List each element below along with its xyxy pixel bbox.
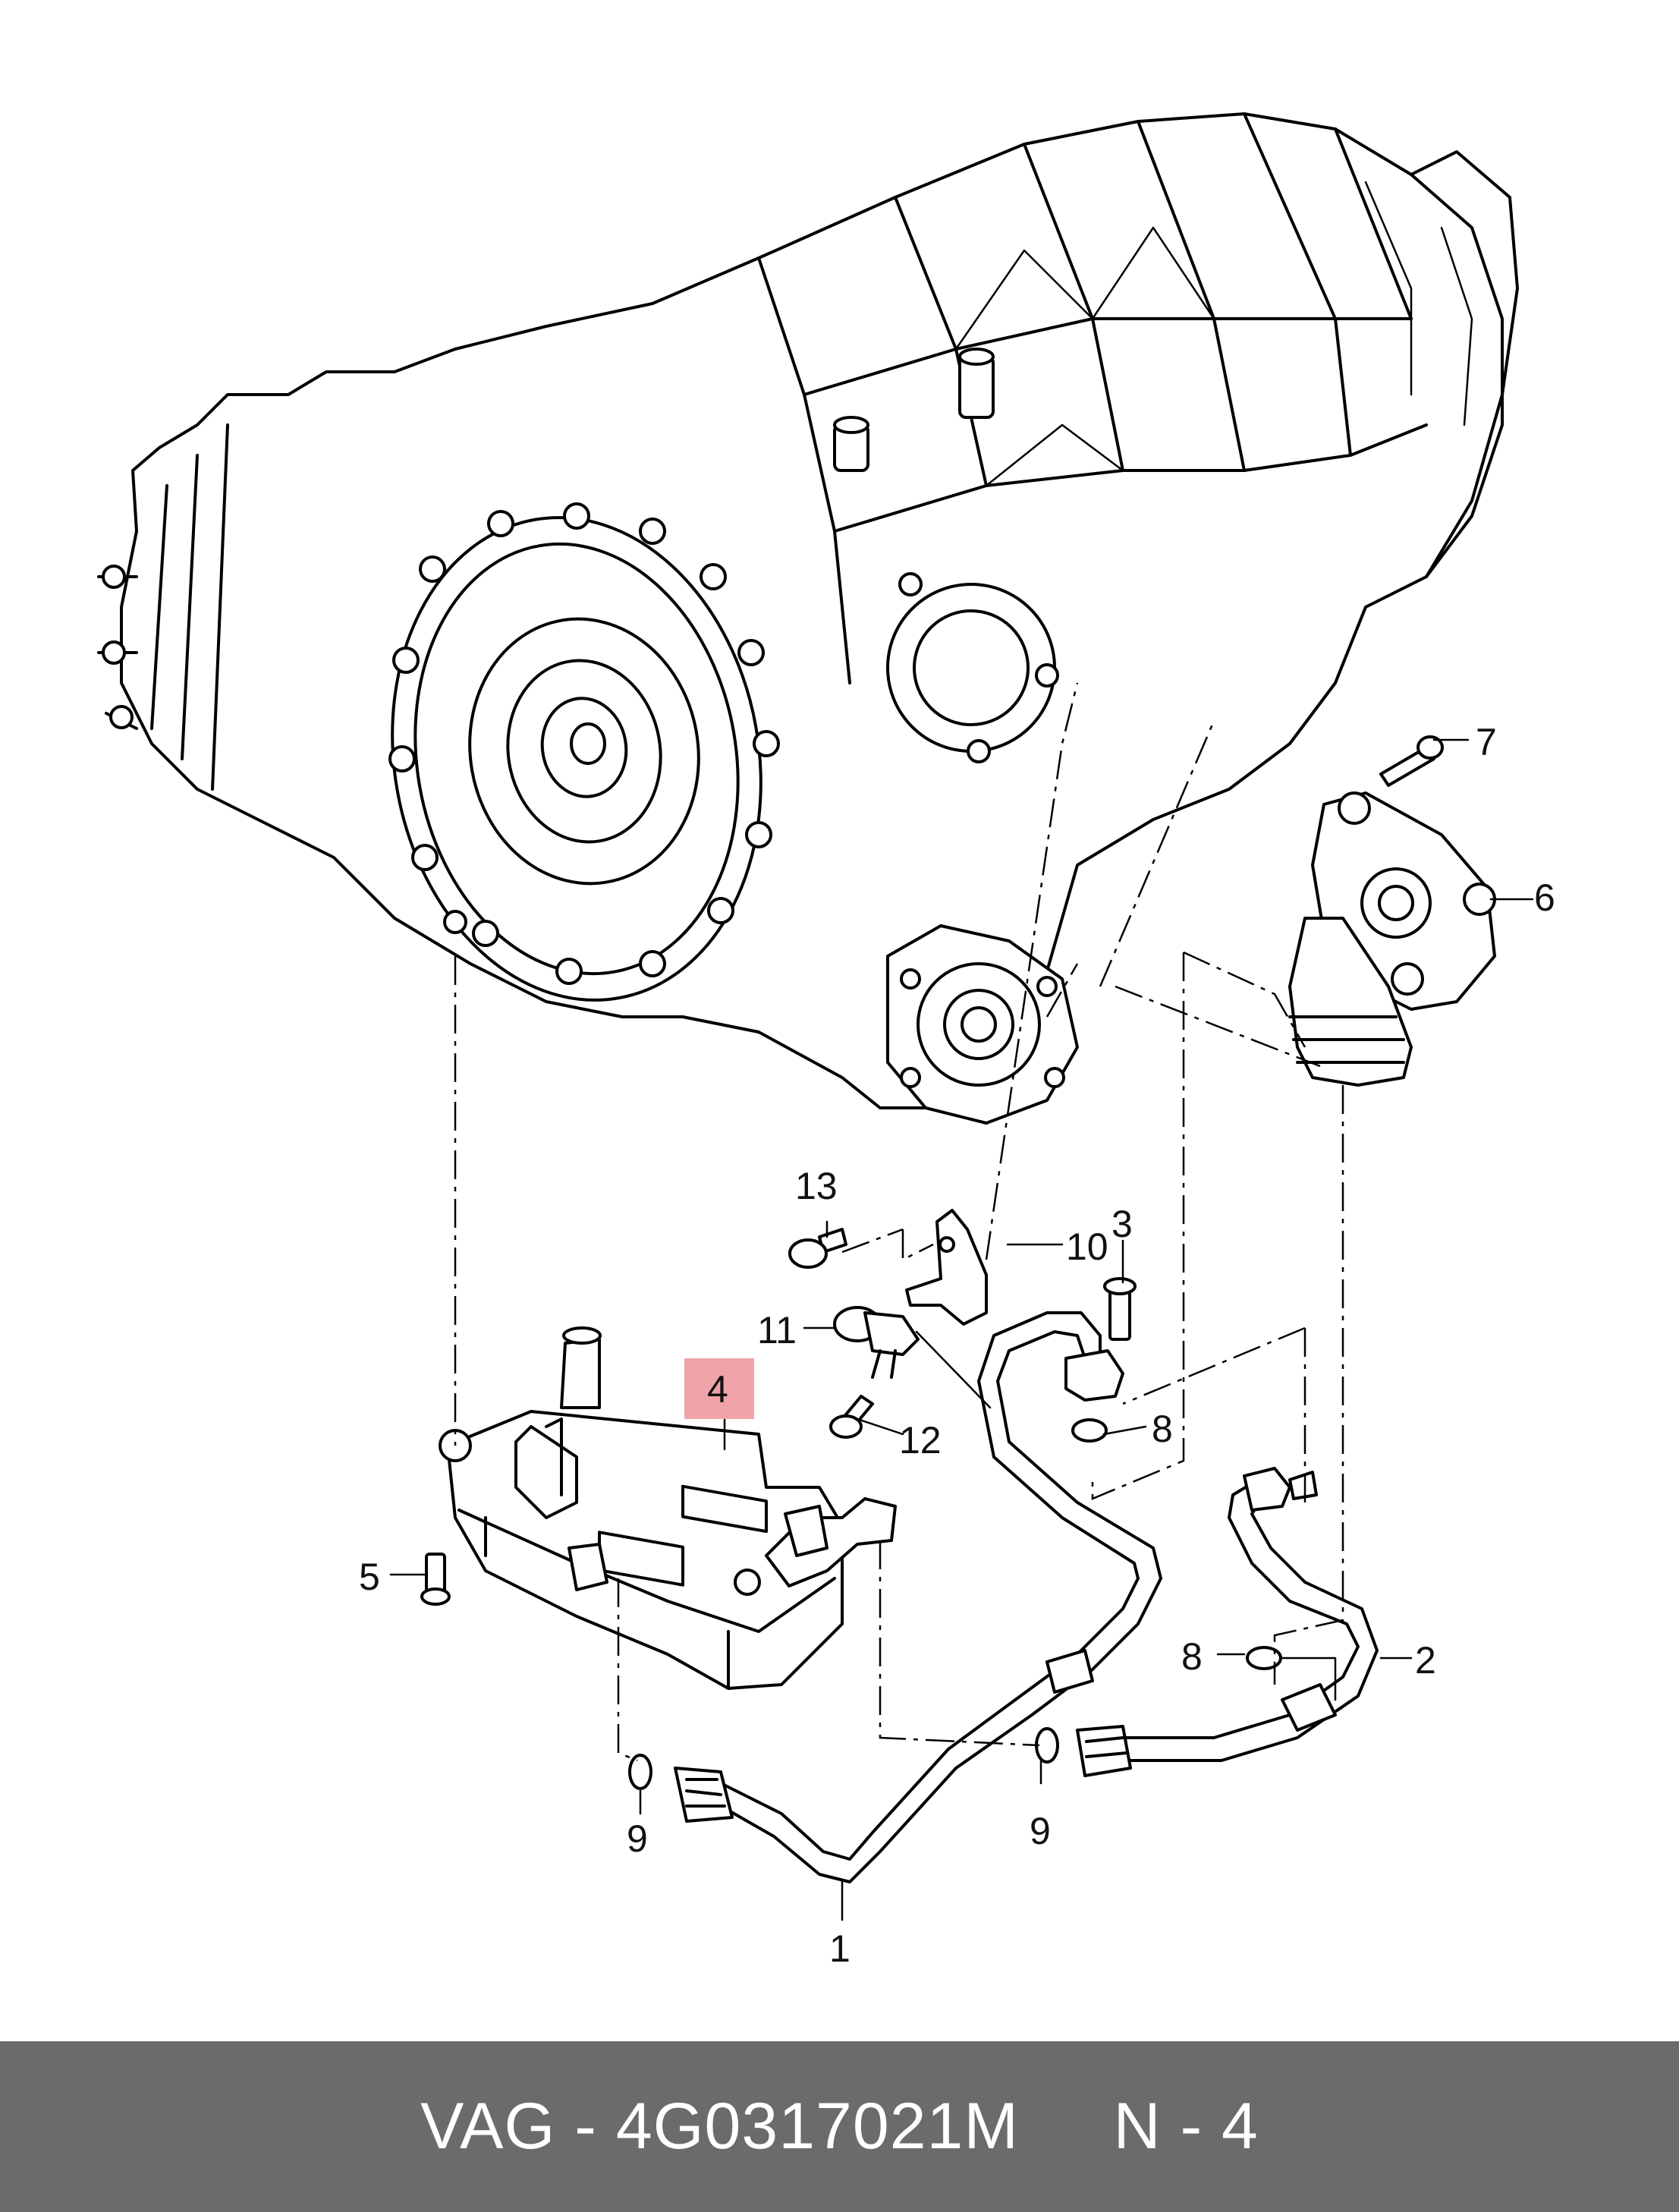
callout-5: 5 <box>359 1556 380 1598</box>
part-number-footer: VAG - 4G0317021M N - 4 <box>0 2041 1679 2212</box>
bolt-part-13 <box>788 1228 847 1269</box>
oil-cooler-part-4 <box>439 1326 897 1690</box>
parts-diagram: 1 2 3 4 5 6 7 8 8 9 9 10 11 12 13 <box>97 112 1555 1970</box>
bracket-part-10 <box>905 1209 988 1326</box>
callout-8b: 8 <box>1181 1635 1203 1678</box>
bell-housing-bolts <box>388 502 780 985</box>
highlight-box-part-4 <box>684 1358 754 1419</box>
callout-12: 12 <box>899 1419 942 1462</box>
assembly-lines <box>454 682 1344 1762</box>
bolt-part-12 <box>829 1395 874 1439</box>
fitting-part-11 <box>833 1306 920 1379</box>
callout-10: 10 <box>1066 1226 1108 1268</box>
bolt-part-5 <box>420 1553 451 1606</box>
part-number-label: VAG - 4G0317021M N - 4 <box>420 2090 1259 2163</box>
callout-labels: 1 2 3 4 5 6 7 8 8 9 9 10 11 12 13 <box>359 721 1555 1970</box>
callout-4: 4 <box>707 1368 728 1411</box>
callout-2: 2 <box>1415 1639 1436 1682</box>
bolt-part-3 <box>1103 1277 1137 1341</box>
callout-11: 11 <box>757 1309 797 1351</box>
callout-8a: 8 <box>1152 1408 1173 1450</box>
flange-part-6 <box>1288 791 1496 1087</box>
callout-7: 7 <box>1476 721 1497 763</box>
callout-13: 13 <box>795 1165 838 1207</box>
pipe-part-1 <box>674 1311 1162 1883</box>
callout-1: 1 <box>829 1927 851 1970</box>
bolt-part-7 <box>1379 735 1444 787</box>
pipe-part-2 <box>1076 1467 1379 1777</box>
callout-6: 6 <box>1534 876 1555 919</box>
transmission-illustration <box>97 112 1519 1125</box>
callout-9b: 9 <box>1030 1810 1051 1852</box>
callout-3: 3 <box>1111 1203 1133 1245</box>
callout-9a: 9 <box>627 1817 648 1860</box>
